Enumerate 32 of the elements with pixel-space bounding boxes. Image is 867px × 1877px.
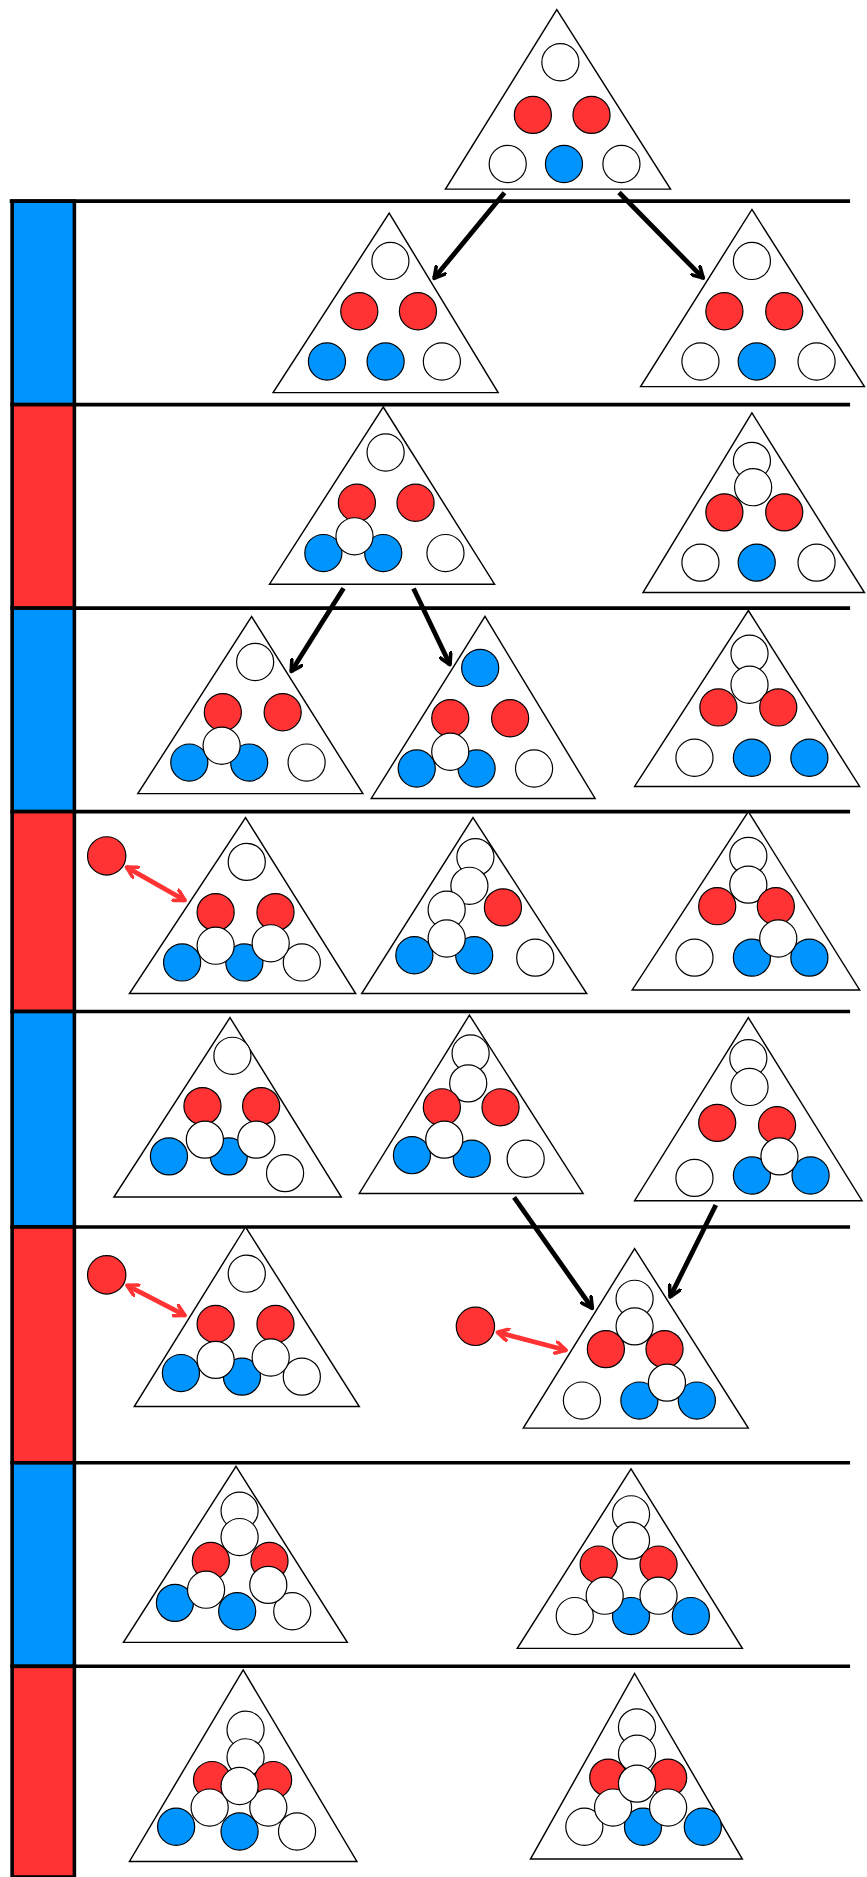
triangle-of-discs-drawing <box>630 810 861 991</box>
triangle-of-discs-drawing <box>128 1668 359 1863</box>
triangle-of-discs-drawing <box>271 211 500 394</box>
triangle-of-discs-drawing <box>122 1465 349 1644</box>
double-arrow <box>495 1327 568 1356</box>
arrow <box>512 1196 595 1311</box>
triangle-of-discs-drawing <box>358 1013 585 1195</box>
double-arrow <box>124 865 187 903</box>
triangle-of-discs-drawing <box>369 615 597 800</box>
triangle-of-discs-drawing <box>522 1247 750 1429</box>
arrow <box>617 190 706 280</box>
triangle-of-discs-drawing <box>360 816 589 995</box>
triangle-of-discs-drawing <box>444 8 672 190</box>
arrow <box>289 586 346 674</box>
triangle-of-discs-drawing <box>268 405 496 585</box>
arrow <box>411 587 453 667</box>
disc <box>86 836 127 876</box>
double-arrow <box>125 1283 187 1318</box>
disc <box>86 1255 127 1295</box>
triangle-of-discs-drawing <box>132 1225 361 1408</box>
triangle-of-discs-drawing <box>516 1467 744 1650</box>
disc <box>455 1306 496 1347</box>
triangle-of-discs-drawing <box>633 609 861 788</box>
triangle-of-discs-drawing <box>641 411 866 594</box>
triangle-of-discs-drawing <box>136 615 365 795</box>
triangle-of-discs-drawing <box>633 1016 864 1202</box>
triangle-of-discs-drawing <box>529 1672 744 1860</box>
triangle-of-discs-drawing <box>128 816 357 995</box>
arrow <box>432 191 507 281</box>
triangle-of-discs-drawing <box>639 208 866 388</box>
arrow <box>667 1203 718 1299</box>
triangle-of-discs-drawing <box>112 1016 343 1198</box>
